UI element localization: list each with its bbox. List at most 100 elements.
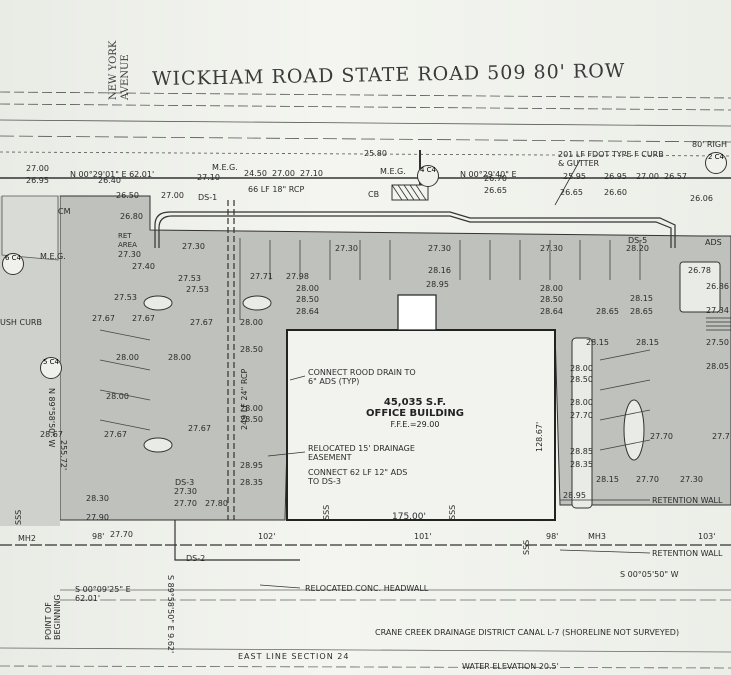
easement-note: RELOCATED 15' DRAINAGE EASEMENT xyxy=(308,444,415,462)
elev: 28.00 xyxy=(296,284,319,293)
struct-ads: ADS xyxy=(705,238,722,247)
elev: 26.60 xyxy=(604,188,627,197)
building-width: 175.00' xyxy=(392,512,426,522)
bearing-north: N 00°29'01" E 62.01' xyxy=(70,170,155,179)
elev: 26.40 xyxy=(98,176,121,185)
canal-note: CRANE CREEK DRAINAGE DISTRICT CANAL L-7 … xyxy=(375,628,680,637)
retention-wall-1: RETENTION WALL xyxy=(652,496,723,505)
struct-sss-3: SSS xyxy=(448,504,457,520)
dist-80: 80' RIGH xyxy=(692,140,728,149)
struct-meg: M.E.G. xyxy=(40,252,66,261)
elev: 28.00 xyxy=(570,364,593,373)
elev: 27.70 xyxy=(570,411,593,420)
elev: 25.95 xyxy=(563,172,586,181)
headwall-note: RELOCATED CONC. HEADWALL xyxy=(305,584,429,593)
struct-cb: CB xyxy=(368,190,380,199)
elev: 27.70 xyxy=(650,432,673,441)
dist-103: 103' xyxy=(698,532,716,541)
building-depth: 128.67' xyxy=(535,421,544,452)
elev: 28.35 xyxy=(240,478,263,487)
elev: 26.06 xyxy=(690,194,713,203)
elev: 28.00 xyxy=(240,318,263,327)
cross-street: NEW YORK AVENUE xyxy=(108,40,131,100)
struct-ds1: DS-1 xyxy=(198,193,218,202)
elev: 27.00 xyxy=(272,169,295,178)
elev: 28.15 xyxy=(636,338,659,347)
elev: 27.10 xyxy=(300,169,323,178)
elev: 28.15 xyxy=(586,338,609,347)
elev: 26.50 xyxy=(116,191,139,200)
building-ffe: F.F.E.=29.00 xyxy=(390,420,440,429)
canal-lines xyxy=(0,589,731,669)
struct-sss-4: SSS xyxy=(522,539,531,555)
struct-ds5: DS-5 xyxy=(628,236,648,245)
connect-ds3-note: CONNECT 62 LF 12" ADS TO DS-3 xyxy=(308,468,408,486)
elev: 28.95 xyxy=(563,491,586,500)
storm-pipes xyxy=(0,200,731,561)
dist-101: 101' xyxy=(414,532,432,541)
elev: 28.64 xyxy=(540,307,563,316)
elev: 27.30 xyxy=(680,475,703,484)
elev: 27.00 xyxy=(26,164,49,173)
point-of-beginning: POINT OF BEGINNING xyxy=(44,594,62,640)
bearing-north-2: N 00°29'40" E xyxy=(460,170,517,179)
struct-mh3: MH3 xyxy=(588,532,607,541)
elev: 28.50 xyxy=(540,295,563,304)
elev: 27.67 xyxy=(104,430,127,439)
elev: 28.67 xyxy=(40,430,63,439)
office-building xyxy=(286,329,556,521)
elev: 28.00 xyxy=(540,284,563,293)
elev: 28.50 xyxy=(240,345,263,354)
elev: 27.10 xyxy=(197,173,220,182)
elev: 27.53 xyxy=(186,285,209,294)
retention-wall-2: RETENTION WALL xyxy=(652,549,723,558)
elev: 28.00 xyxy=(570,398,593,407)
elev: 27.70 xyxy=(636,475,659,484)
dist-102: 102' xyxy=(258,532,276,541)
building-name: OFFICE BUILDING xyxy=(366,408,464,419)
elev: 27.30 xyxy=(540,244,563,253)
dist-255: 255.72' xyxy=(59,440,68,471)
elev: 27.50 xyxy=(706,338,729,347)
elev: 24.50 xyxy=(244,169,267,178)
struct-meg-3: M.E.G. xyxy=(380,167,406,176)
elev: 28.65 xyxy=(630,307,653,316)
struct-cm: CM xyxy=(58,207,71,216)
elev: 28.50 xyxy=(570,375,593,384)
elev: 27.98 xyxy=(286,272,309,281)
dist-98b: 98' xyxy=(546,532,559,541)
bearing-south-3: S 00°05'50" W xyxy=(620,570,679,579)
elev: 27.90 xyxy=(86,513,109,522)
elev: 26.65 xyxy=(484,186,507,195)
elev: 27.67 xyxy=(188,424,211,433)
building-label: 45,035 S.F. OFFICE BUILDING F.F.E.=29.00 xyxy=(366,397,464,430)
elev: 26.95 xyxy=(26,176,49,185)
elev: 27.30 xyxy=(428,244,451,253)
elev: 26.86 xyxy=(706,282,729,291)
parking-stripes xyxy=(99,238,651,451)
islands xyxy=(143,261,721,509)
elev: 28.05 xyxy=(706,362,729,371)
bearing-south-2: S 89°58'50" E 9.62' xyxy=(166,575,175,654)
elev: 27.30 xyxy=(118,250,141,259)
elev: 27.30 xyxy=(182,242,205,251)
elev: 25.80 xyxy=(364,149,387,158)
ret-area-label: RET AREA xyxy=(118,232,137,249)
elev: 27.30 xyxy=(335,244,358,253)
hatch xyxy=(391,184,731,331)
elev: 28.00 xyxy=(116,353,139,362)
water-note: WATER ELEVATION 20.5' xyxy=(462,662,559,671)
elev: 27.53 xyxy=(178,274,201,283)
flush-curb-note: USH CURB xyxy=(0,318,42,327)
elev: 28.16 xyxy=(428,266,451,275)
row-lines xyxy=(0,91,731,157)
elev: 28.00 xyxy=(168,353,191,362)
elev: 27.30 xyxy=(174,487,197,496)
elev: 28.00 xyxy=(240,404,263,413)
elev: 26.95 xyxy=(604,172,627,181)
elev: 27.34 xyxy=(706,306,729,315)
detail-badge-2c4: 2 C4 xyxy=(705,152,727,174)
struct-ds3: DS-3 xyxy=(175,478,195,487)
elev: 28.65 xyxy=(596,307,619,316)
